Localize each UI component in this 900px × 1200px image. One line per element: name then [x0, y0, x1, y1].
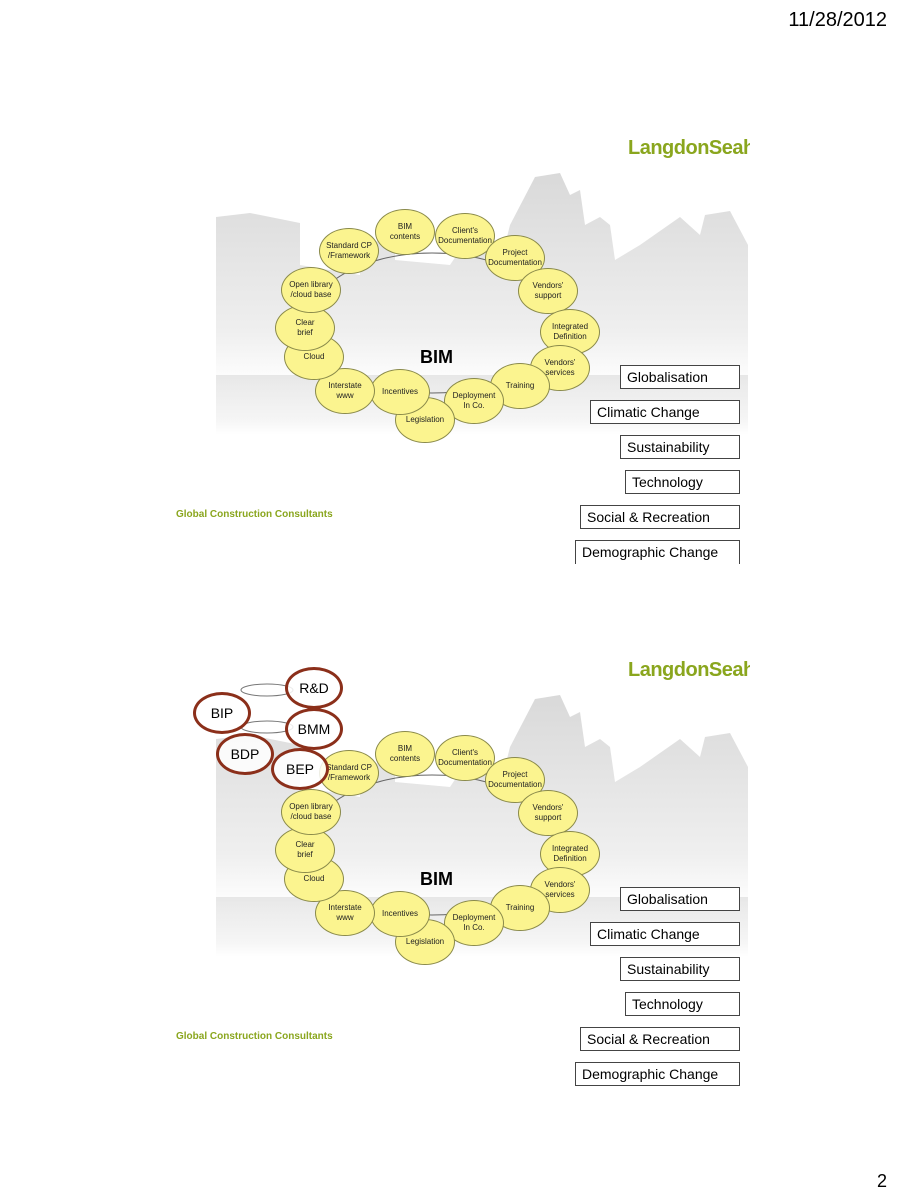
- node-incentives: Incentives: [370, 891, 430, 937]
- bim-center-label: BIM: [420, 347, 453, 367]
- bim-ring: [307, 252, 557, 394]
- tagline: Global Construction Consultants: [176, 1031, 333, 1042]
- langdonseah-logo: LangdonSeah: [628, 137, 750, 159]
- bim-center-label: BIM: [420, 869, 453, 889]
- node-interstate-www: Interstate www: [315, 368, 375, 414]
- node-incentives: Incentives: [370, 369, 430, 415]
- langdonseah-logo: LangdonSeah: [628, 659, 750, 681]
- node-open-library: Open library /cloud base: [281, 789, 341, 835]
- node-deployment: Deployment In Co.: [444, 900, 504, 946]
- ring-bep: BEP: [271, 748, 329, 790]
- node-bim-contents: BIM contents: [375, 731, 435, 777]
- node-open-library: Open library /cloud base: [281, 267, 341, 313]
- ring-rnd: R&D: [285, 667, 343, 709]
- node-vendors-support: Vendors' support: [518, 790, 578, 836]
- driver-sustainability: Sustainability: [620, 435, 740, 459]
- ring-bmm: BMM: [285, 708, 343, 750]
- ring-bdp: BDP: [216, 733, 274, 775]
- slide-1: LangdonSeah BIM contents Client's Docume…: [160, 125, 750, 565]
- driver-social-recreation: Social & Recreation: [580, 505, 740, 529]
- node-training: Training: [490, 363, 550, 409]
- driver-climatic-change: Climatic Change: [590, 400, 740, 424]
- node-bim-contents: BIM contents: [375, 209, 435, 255]
- tagline: Global Construction Consultants: [176, 509, 333, 520]
- driver-globalisation: Globalisation: [620, 887, 740, 911]
- driver-technology: Technology: [625, 470, 740, 494]
- ring-bip: BIP: [193, 692, 251, 734]
- page-date: 11/28/2012: [788, 9, 887, 31]
- driver-climatic-change: Climatic Change: [590, 922, 740, 946]
- node-vendors-support: Vendors' support: [518, 268, 578, 314]
- page-number: 2: [876, 1171, 887, 1191]
- node-standard-cp: Standard CP /Framework: [319, 228, 379, 274]
- driver-sustainability: Sustainability: [620, 957, 740, 981]
- driver-globalisation: Globalisation: [620, 365, 740, 389]
- driver-demographic-change: Demographic Change: [575, 1062, 740, 1086]
- slide-2: LangdonSeah BIM contents Client's Docume…: [160, 647, 750, 1087]
- driver-social-recreation: Social & Recreation: [580, 1027, 740, 1051]
- driver-demographic-change: Demographic Change: [575, 540, 740, 564]
- driver-technology: Technology: [625, 992, 740, 1016]
